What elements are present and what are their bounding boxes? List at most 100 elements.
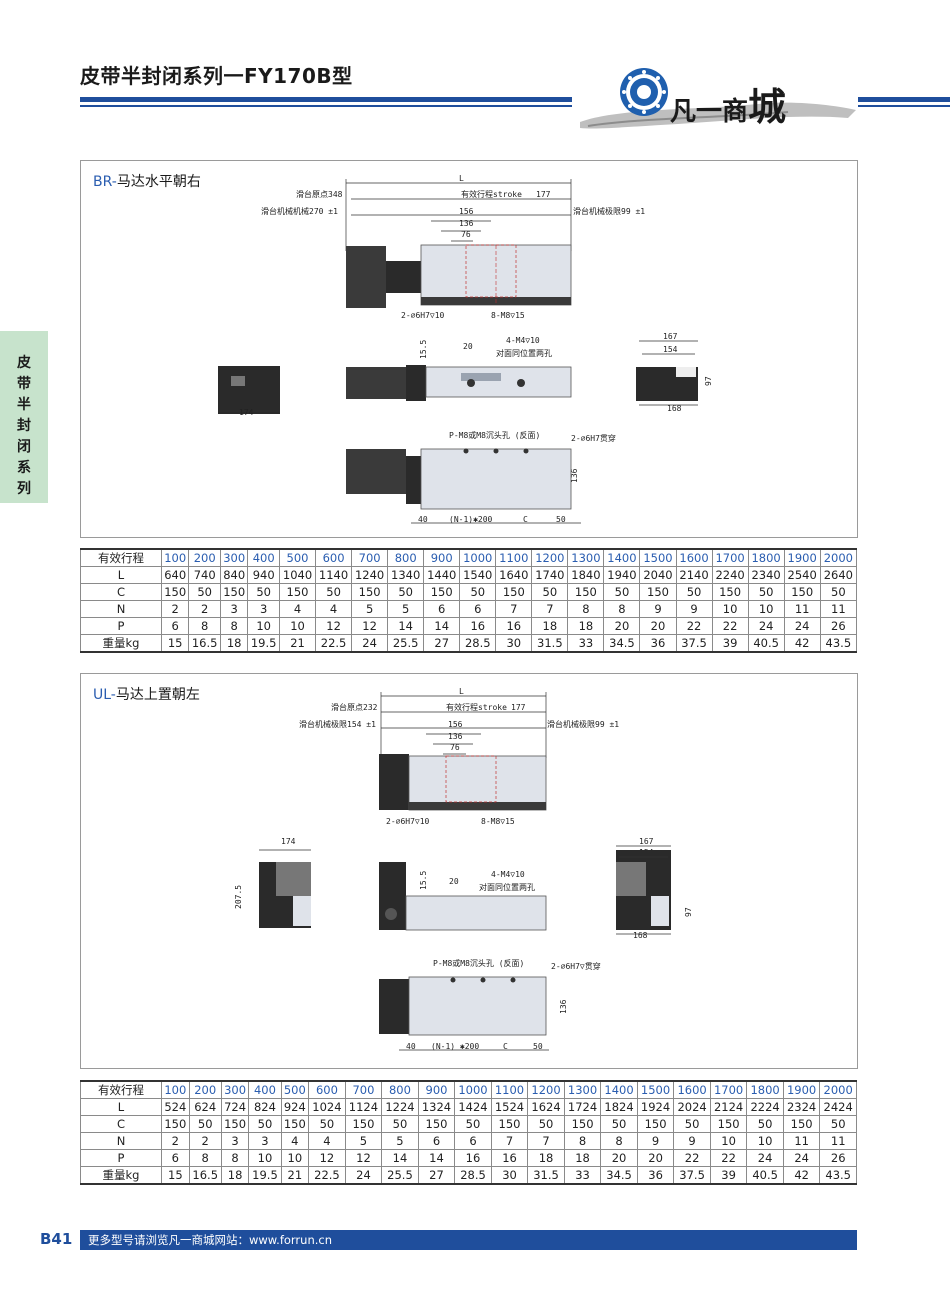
- row-label: P: [80, 1149, 162, 1167]
- table-cell: 7: [490, 1132, 529, 1150]
- table-cell: 200: [188, 548, 221, 567]
- thru-hole-label: 2-∅6H7贯穿: [571, 433, 616, 443]
- table-cell: 16.5: [188, 1166, 222, 1185]
- table-cell: 37.5: [675, 634, 713, 653]
- table-cell: 2124: [709, 1098, 748, 1116]
- table-cell: 10: [746, 1132, 784, 1150]
- dim-20: 20: [463, 342, 473, 351]
- table-cell: 150: [220, 1115, 250, 1133]
- table-cell: 1600: [673, 1080, 711, 1099]
- table-cell: 600: [308, 1080, 346, 1099]
- table-cell: 30: [495, 634, 533, 653]
- table-cell: 9: [636, 1132, 675, 1150]
- drawing-frame-ul: UL-马达上置朝左 L 滑台原点232 有效行程stroke 177 滑台机械极…: [80, 673, 858, 1069]
- table-cell: 26: [819, 617, 858, 635]
- table-cell: 5: [351, 600, 389, 618]
- dim-15-5: 15.5: [419, 871, 428, 890]
- table-cell: 22.5: [315, 634, 353, 653]
- table-cell: 10: [247, 617, 280, 635]
- table-cell: 300: [220, 1080, 250, 1099]
- table-cell: 10: [280, 1149, 310, 1167]
- table-cell: 36: [636, 1166, 675, 1185]
- table-cell: 50: [675, 583, 713, 601]
- table-cell: 50: [819, 1115, 857, 1133]
- table-cell: 4: [315, 600, 353, 618]
- table-cell: 28.5: [454, 1166, 492, 1185]
- table-cell: 1124: [344, 1098, 383, 1116]
- table-cell: 1200: [531, 548, 569, 567]
- table-cell: 100: [160, 548, 190, 567]
- table-cell: 18: [531, 617, 569, 635]
- brand-name-big: 城: [748, 84, 787, 129]
- table-cell: 1000: [459, 548, 497, 567]
- row-label: C: [80, 583, 162, 601]
- table-cell: 1600: [675, 548, 713, 567]
- row-label: 有效行程: [80, 548, 162, 567]
- table-cell: 19.5: [247, 634, 280, 653]
- table-cell: 15: [161, 1166, 190, 1185]
- table-cell: 1100: [490, 1080, 529, 1099]
- table-cell: 27: [417, 1166, 456, 1185]
- table-cell: 150: [636, 1115, 675, 1133]
- dim-15-5: 15.5: [419, 340, 428, 359]
- table-cell: 10: [248, 1149, 282, 1167]
- table-cell: 2: [188, 1132, 222, 1150]
- table-cell: 25.5: [381, 1166, 419, 1185]
- table-cell: 1040: [278, 566, 317, 584]
- table-cell: 11: [819, 1132, 857, 1150]
- table-cell: 700: [351, 548, 389, 567]
- table-cell: 1940: [603, 566, 641, 584]
- table-cell: 10: [711, 600, 749, 618]
- table-cell: 20: [603, 617, 641, 635]
- table-cell: 6: [417, 1132, 456, 1150]
- table-cell: 1500: [636, 1080, 675, 1099]
- dim-L: L: [459, 687, 464, 696]
- top-view-ul: [379, 754, 547, 811]
- table-cell: 2640: [819, 566, 858, 584]
- brand-logo: 凡一商城: [578, 60, 858, 135]
- p-hole-label: P-M8或M8沉头孔 (反面): [449, 430, 540, 440]
- table-cell: 7: [495, 600, 533, 618]
- table-cell: 37.5: [673, 1166, 711, 1185]
- dim-154: 154: [663, 345, 678, 354]
- dim-20: 20: [449, 877, 459, 886]
- table-cell: 1700: [709, 1080, 748, 1099]
- side-view-ul: [379, 862, 547, 931]
- table-cell: 12: [344, 1149, 383, 1167]
- row-label: P: [80, 617, 162, 635]
- table-cell: 8: [567, 600, 605, 618]
- table-cell: 18: [563, 1149, 602, 1167]
- table-cell: 3: [247, 600, 280, 618]
- section-text: 马达上置朝左: [115, 687, 200, 703]
- table-cell: 22: [675, 617, 713, 635]
- dim-pitch: (N-1) ✱200: [431, 1042, 479, 1051]
- table-cell: 700: [344, 1080, 383, 1099]
- table-cell: 8: [600, 1132, 638, 1150]
- table-cell: 1924: [636, 1098, 675, 1116]
- section-title-br: BR-马达水平朝右: [93, 171, 201, 191]
- table-cell: 34.5: [600, 1166, 638, 1185]
- table-cell: 300: [219, 548, 249, 567]
- footer-bar: 更多型号请浏览凡一商城网站：www.forrun.cn: [80, 1230, 857, 1250]
- table-cell: 8: [219, 617, 249, 635]
- side-view-br: [346, 365, 572, 401]
- table-cell: 12: [351, 617, 389, 635]
- dim-168: 168: [667, 404, 682, 413]
- dim-mech-right: 滑台机械极限99 ±1: [573, 206, 645, 216]
- table-cell: 20: [636, 1149, 675, 1167]
- table-cell: 1300: [563, 1080, 602, 1099]
- table-cell: 150: [351, 583, 389, 601]
- table-cell: 50: [747, 583, 785, 601]
- table-cell: 50: [308, 1115, 346, 1133]
- table-cell: 900: [417, 1080, 456, 1099]
- dim-167: 167: [639, 837, 654, 846]
- table-cell: 50: [381, 1115, 419, 1133]
- table-cell: 20: [639, 617, 677, 635]
- table-cell: 50: [746, 1115, 784, 1133]
- table-cell: 150: [563, 1115, 602, 1133]
- table-cell: 22: [673, 1149, 711, 1167]
- table-cell: 640: [160, 566, 190, 584]
